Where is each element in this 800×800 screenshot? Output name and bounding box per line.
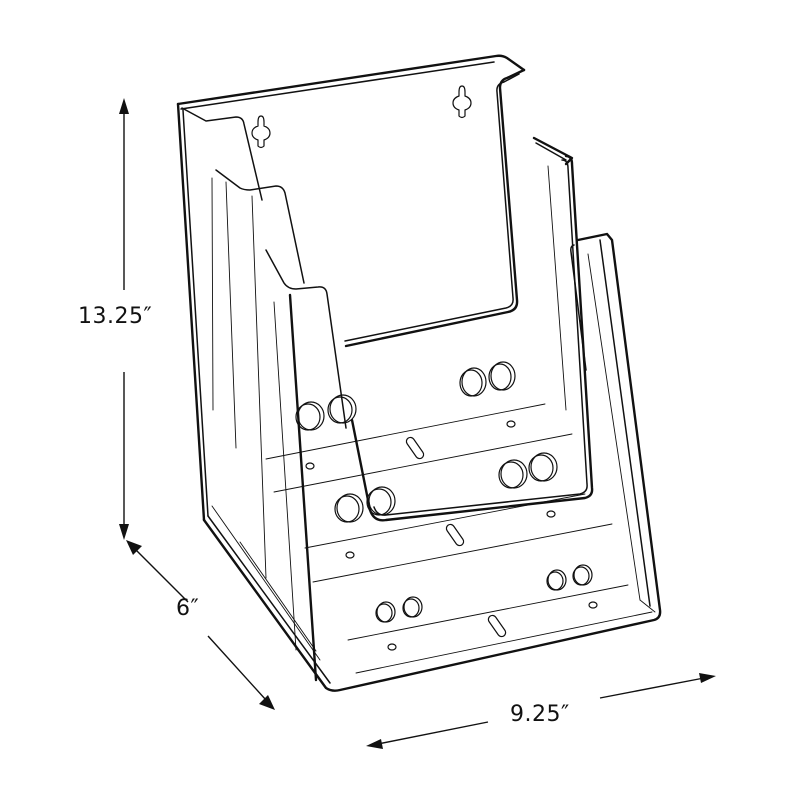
drainage-slots: [405, 436, 507, 638]
arrow-up-left-icon: [126, 540, 142, 555]
front-tier: [202, 181, 662, 692]
arrow-up-icon: [119, 98, 129, 114]
back-panel: [176, 54, 526, 522]
keyhole-right-icon: [452, 85, 472, 119]
depth-dimension-label: 6″: [176, 596, 200, 621]
middle-tier: [211, 136, 594, 522]
height-dimension-line: [119, 98, 129, 540]
arrow-down-right-icon: [259, 695, 275, 710]
arrow-right-icon: [699, 673, 716, 683]
mounting-holes: [295, 361, 598, 651]
arrow-down-icon: [119, 524, 129, 540]
depth-dimension-line: [126, 540, 275, 710]
tier-floor-lines: [265, 403, 653, 674]
width-dimension-label: 9.25″: [510, 702, 570, 727]
keyhole-left-icon: [251, 115, 271, 149]
width-dimension-line: [366, 673, 716, 749]
height-dimension-label: 13.25″: [78, 304, 153, 329]
arrow-left-icon: [366, 739, 383, 749]
